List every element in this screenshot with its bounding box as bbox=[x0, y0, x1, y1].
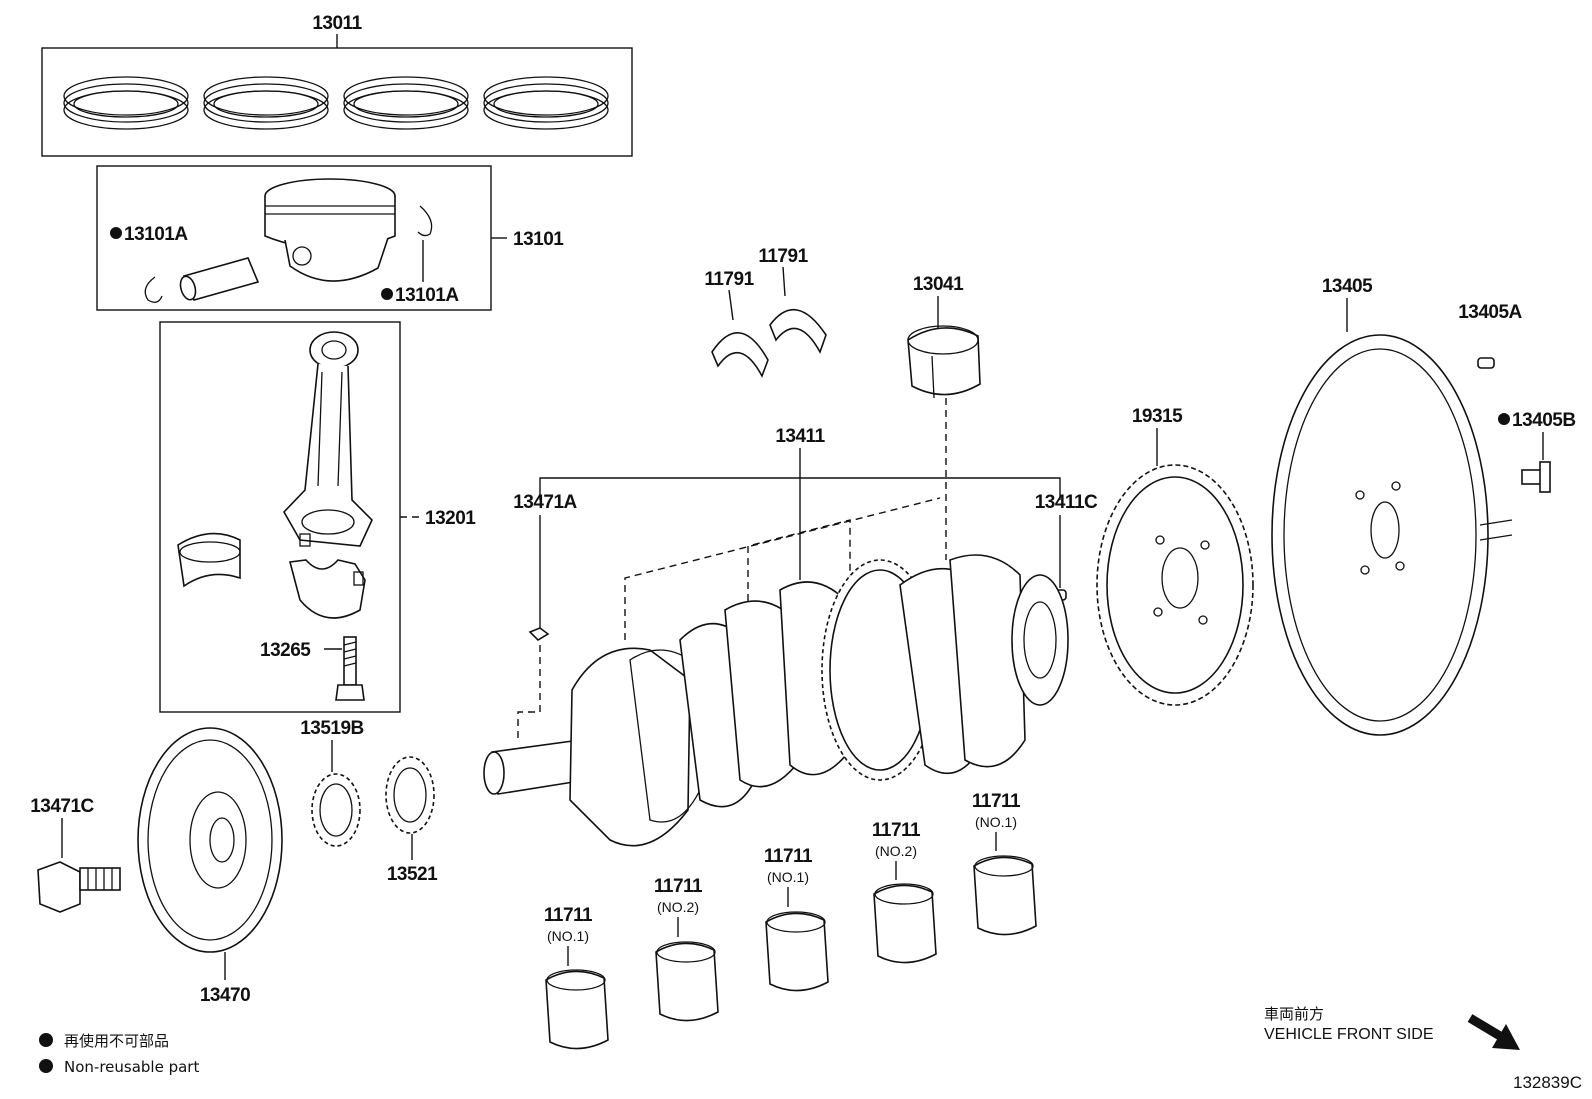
piston-ring-set-frame bbox=[41, 47, 633, 157]
label-13519B[interactable]: 13519B bbox=[300, 718, 364, 739]
sub-label-no2-a: (NO.2) bbox=[657, 899, 699, 915]
legend-en: Non-reusable part bbox=[64, 1058, 199, 1076]
legend: 再使用不可部品 Non-reusable part bbox=[39, 1032, 199, 1076]
label-13470[interactable]: 13470 bbox=[200, 985, 251, 1006]
crank-web-1 bbox=[569, 647, 691, 847]
flywheel-pin bbox=[1477, 357, 1495, 369]
label-13521[interactable]: 13521 bbox=[387, 864, 439, 885]
label-13101[interactable]: 13101 bbox=[513, 229, 565, 250]
label-11711-5[interactable]: 11711 bbox=[972, 791, 1022, 812]
timing-rotor bbox=[1096, 464, 1254, 706]
piston-pin bbox=[179, 257, 260, 301]
crank-bolt bbox=[37, 861, 121, 913]
label-19315[interactable]: 19315 bbox=[1132, 406, 1184, 427]
label-11711-2[interactable]: 11711 bbox=[654, 876, 704, 897]
crank-key bbox=[528, 627, 550, 642]
crank-pulley-group: 13470 bbox=[137, 727, 283, 1006]
label-13471C[interactable]: 13471C bbox=[30, 796, 95, 817]
main-bearing-5: 11711 (NO.1) bbox=[972, 791, 1037, 936]
rod-bearing bbox=[177, 532, 241, 588]
flywheel bbox=[1271, 334, 1513, 736]
piston-ring-2 bbox=[203, 76, 329, 130]
sub-label-no1-b: (NO.1) bbox=[767, 869, 809, 885]
front-arrow-icon bbox=[1467, 1014, 1520, 1050]
bearing-13041-group: 13041 bbox=[907, 274, 981, 560]
piston-ring-3 bbox=[343, 76, 469, 130]
label-13101A-right[interactable]: 13101A bbox=[395, 285, 460, 306]
legend-dot-en bbox=[39, 1059, 53, 1073]
crank-bolt-group: 13471C bbox=[30, 796, 121, 913]
bearing-13041 bbox=[907, 325, 981, 399]
flywheel-group: 13405 13405A 13405B bbox=[1271, 276, 1576, 736]
piston-ring-set-group: 13011 bbox=[41, 13, 633, 157]
label-13405A[interactable]: 13405A bbox=[1458, 302, 1523, 323]
flywheel-bolt bbox=[1521, 461, 1551, 493]
label-13041[interactable]: 13041 bbox=[913, 274, 965, 295]
main-bearing-group: 11711 (NO.1) 11711 (NO.2) 11711 (NO.1) 1… bbox=[544, 791, 1037, 1050]
non-reusable-dot bbox=[381, 288, 393, 300]
main-bearing-4: 11711 (NO.2) bbox=[872, 820, 937, 964]
label-13201[interactable]: 13201 bbox=[425, 508, 477, 529]
piston bbox=[264, 178, 396, 282]
piston-ring-4 bbox=[483, 76, 609, 130]
crank-flange bbox=[1011, 574, 1069, 706]
crank-gear bbox=[385, 756, 435, 834]
connecting-rod bbox=[283, 331, 373, 547]
main-bearing-1: 11711 (NO.1) bbox=[544, 905, 609, 1050]
main-bearing-3: 11711 (NO.1) bbox=[764, 846, 829, 992]
label-11711-3[interactable]: 11711 bbox=[764, 846, 814, 867]
thrust-washer-group: 11791 11791 bbox=[704, 246, 827, 378]
label-11711-4[interactable]: 11711 bbox=[872, 820, 922, 841]
crankshaft-nose bbox=[483, 739, 587, 795]
label-11791-left[interactable]: 11791 bbox=[704, 269, 755, 290]
snap-ring-right bbox=[417, 205, 433, 237]
non-reusable-dot bbox=[1498, 413, 1510, 425]
vehicle-front-indicator: 車両前方 VEHICLE FRONT SIDE bbox=[1264, 1005, 1520, 1050]
crank-gear-group: 13519B 13521 bbox=[300, 718, 438, 885]
label-13411C[interactable]: 13411C bbox=[1035, 492, 1099, 513]
label-11711-1[interactable]: 11711 bbox=[544, 905, 594, 926]
crank-web-6 bbox=[949, 554, 1026, 768]
front-en: VEHICLE FRONT SIDE bbox=[1264, 1026, 1434, 1043]
thrust-washer-right bbox=[769, 309, 827, 354]
thrust-washer-left bbox=[711, 332, 769, 378]
rod-cap bbox=[288, 533, 366, 619]
label-13405[interactable]: 13405 bbox=[1322, 276, 1374, 297]
crankshaft-group: 13411 13471A 13411C bbox=[483, 426, 1099, 847]
sub-label-no1-c: (NO.1) bbox=[975, 814, 1017, 830]
connecting-rod-group: 13201 13265 bbox=[159, 321, 477, 713]
reference-code: 132839C bbox=[1513, 1073, 1582, 1092]
main-bearing-2: 11711 (NO.2) bbox=[654, 876, 719, 1022]
label-11791-right[interactable]: 11791 bbox=[758, 246, 809, 267]
sub-label-no2-b: (NO.2) bbox=[875, 843, 917, 859]
piston-group: 13101 13101A 13101A bbox=[96, 165, 565, 311]
piston-ring-1 bbox=[63, 76, 189, 130]
crank-gear-b bbox=[311, 773, 361, 847]
label-13411[interactable]: 13411 bbox=[775, 426, 826, 447]
label-13405B[interactable]: 13405B bbox=[1512, 410, 1576, 431]
legend-dot-jp bbox=[39, 1033, 53, 1047]
crank-pulley bbox=[137, 727, 283, 953]
label-13265[interactable]: 13265 bbox=[260, 640, 312, 661]
snap-ring-left bbox=[144, 276, 163, 303]
label-13011[interactable]: 13011 bbox=[312, 13, 363, 34]
front-jp: 車両前方 bbox=[1264, 1005, 1324, 1023]
timing-rotor-group: 19315 bbox=[1096, 406, 1254, 706]
legend-jp: 再使用不可部品 bbox=[64, 1032, 169, 1050]
sub-label-no1-a: (NO.1) bbox=[547, 928, 589, 944]
rod-bolt bbox=[335, 636, 365, 701]
label-13471A[interactable]: 13471A bbox=[513, 492, 578, 513]
label-13101A-left[interactable]: 13101A bbox=[124, 224, 189, 245]
non-reusable-dot bbox=[110, 227, 122, 239]
